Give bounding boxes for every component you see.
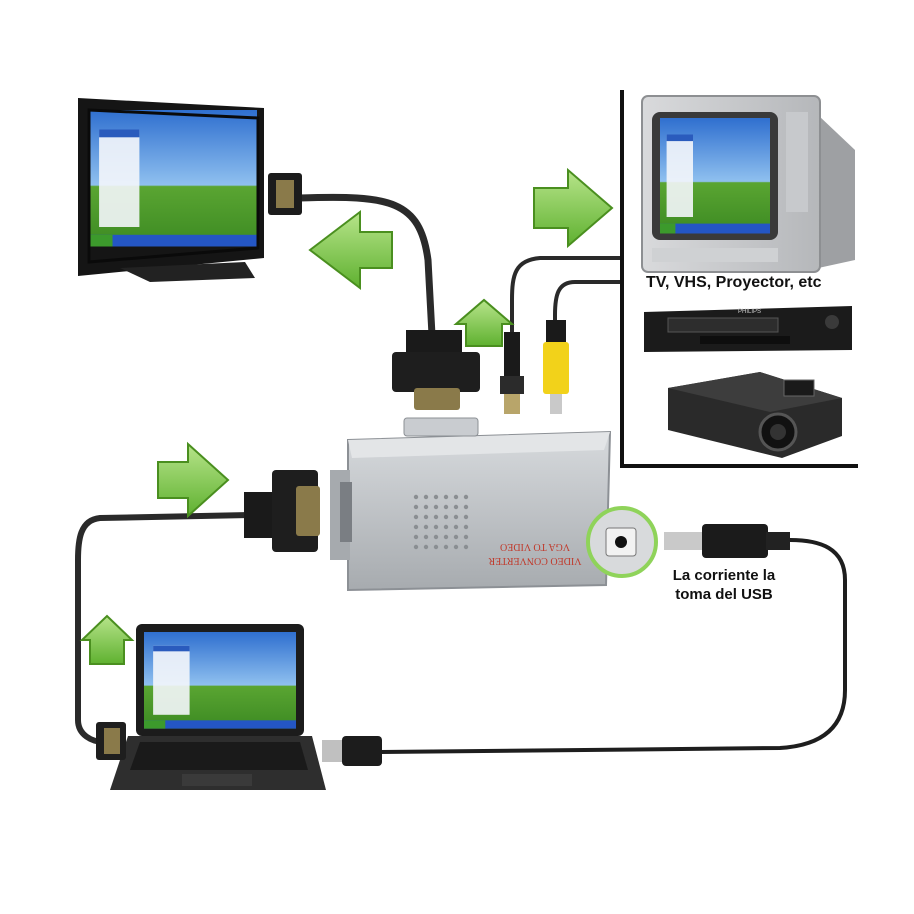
converter-text-line1: VIDEO CONVERTER: [488, 555, 581, 566]
flat-monitor: [78, 98, 302, 282]
arrow-up-icon: [453, 298, 515, 347]
vent-grille: [413, 494, 469, 550]
usb-plug: [322, 736, 382, 766]
vga-cable-from-laptop: [75, 512, 253, 745]
projector-device: [668, 372, 842, 458]
dc-power-plug: [664, 524, 790, 558]
tv-devices-label: TV, VHS, Proyector, etc: [646, 274, 822, 291]
usb-power-label-line1: La corriente la: [672, 567, 776, 584]
usb-power-label-line2: toma del USB: [675, 586, 773, 603]
usb-power-label: La corriente la toma del USB: [656, 566, 792, 604]
vcr-device: PHILIPS: [644, 306, 852, 352]
laptop: [96, 624, 326, 790]
vga-connector-top: [392, 330, 480, 410]
usb-power-cable: [378, 538, 847, 754]
rca-plug-yellow: [543, 320, 569, 414]
arrow-right-icon: [157, 441, 230, 519]
converter-text-line2: VGA TO VIDEO: [500, 541, 570, 552]
vcr-brand: PHILIPS: [738, 309, 761, 315]
s-video-plug: [500, 332, 524, 414]
crt-tv: [641, 95, 855, 273]
devices-panel-bottom: [620, 464, 858, 468]
arrow-up-icon: [79, 614, 135, 665]
vga-connector-left: [244, 470, 320, 552]
av-cables-to-tv: [510, 256, 620, 335]
power-jack-callout: [586, 506, 658, 578]
arrow-right-icon: [533, 167, 614, 249]
arrow-left-icon: [308, 209, 393, 291]
vga-to-video-converter: VIDEO CONVERTER VGA TO VIDEO: [330, 417, 658, 592]
vga-cable-to-monitor: [296, 193, 436, 339]
devices-panel-border: [620, 90, 624, 468]
